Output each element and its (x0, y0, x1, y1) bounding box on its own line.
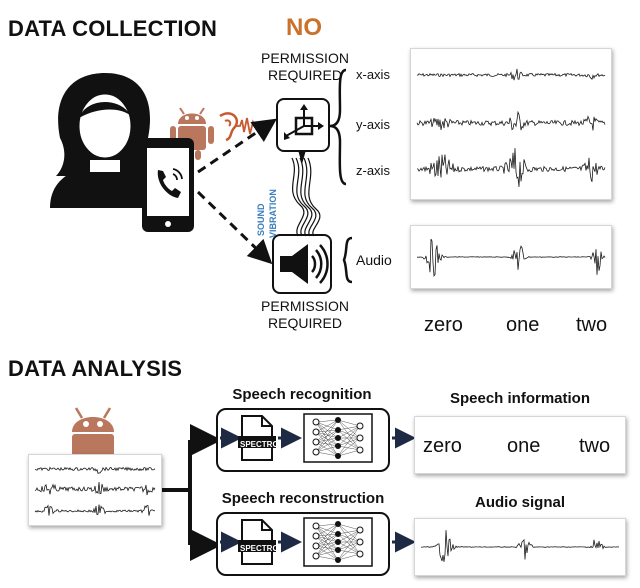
speaker-box (272, 234, 332, 294)
phone-icon (142, 138, 194, 232)
spectro-label-bottom: SPECTRO (240, 544, 279, 553)
accelerometer-signal-panel (410, 48, 612, 200)
accelerometer-icon (284, 104, 324, 140)
input-x-waveform (34, 466, 156, 474)
permission-required-top: PERMISSION REQUIRED (261, 50, 349, 83)
no-permission-label: NO (286, 14, 322, 41)
document-icon (238, 519, 276, 565)
svg-text:SOUND: SOUND (256, 203, 266, 236)
reconstructed-audio-waveform (421, 530, 620, 562)
data-collection-title: DATA COLLECTION (8, 16, 218, 41)
person-icon (50, 73, 158, 208)
info-word-zero: zero (423, 435, 462, 457)
info-word-two: two (579, 435, 611, 457)
x-axis-label: x-axis (356, 67, 390, 82)
speech-information-panel: zero one two (414, 416, 626, 474)
speaker-icon (280, 244, 329, 284)
speech-information-title: Speech information (449, 390, 591, 407)
input-z-waveform (34, 504, 156, 516)
y-axis-label: y-axis (356, 117, 390, 132)
info-word-one: one (507, 435, 541, 457)
android-icon (72, 407, 114, 456)
audio-waveform (416, 238, 606, 277)
input-signal-panel (28, 454, 162, 526)
document-icon (238, 415, 276, 461)
x-axis-waveform (416, 68, 606, 81)
reconstructed-audio-panel (414, 518, 626, 576)
data-analysis-title: DATA ANALYSIS (8, 356, 183, 381)
audio-waveform-line (416, 238, 606, 277)
audio-label: Audio (356, 252, 392, 268)
speech-recognition-title: Speech recognition (232, 386, 372, 403)
word-zero: zero (424, 314, 463, 336)
pipeline-graphics (220, 413, 416, 567)
reconstructed-waveform-line (421, 530, 620, 562)
permission-required-bottom: PERMISSION REQUIRED (261, 298, 349, 331)
y-axis-waveform (416, 110, 606, 131)
speech-reconstruction-title: Speech reconstruction (221, 490, 385, 507)
neural-network-icon (303, 517, 373, 567)
word-one: one (506, 314, 540, 336)
sound-vibration-label: SOUND VIBRATION (252, 170, 292, 240)
audio-signal-panel (410, 225, 612, 289)
svg-text:VIBRATION: VIBRATION (268, 189, 278, 238)
input-waveforms (34, 466, 156, 516)
input-y-waveform (34, 481, 156, 496)
accelerometer-waveforms (416, 68, 606, 187)
z-axis-label: z-axis (356, 163, 390, 178)
audio-signal-title: Audio signal (475, 494, 565, 511)
neural-network-icon (303, 413, 373, 463)
spectro-label-top: SPECTRO (240, 440, 279, 449)
word-two: two (576, 314, 608, 336)
accelerometer-box (276, 98, 330, 152)
z-axis-waveform (416, 148, 606, 187)
